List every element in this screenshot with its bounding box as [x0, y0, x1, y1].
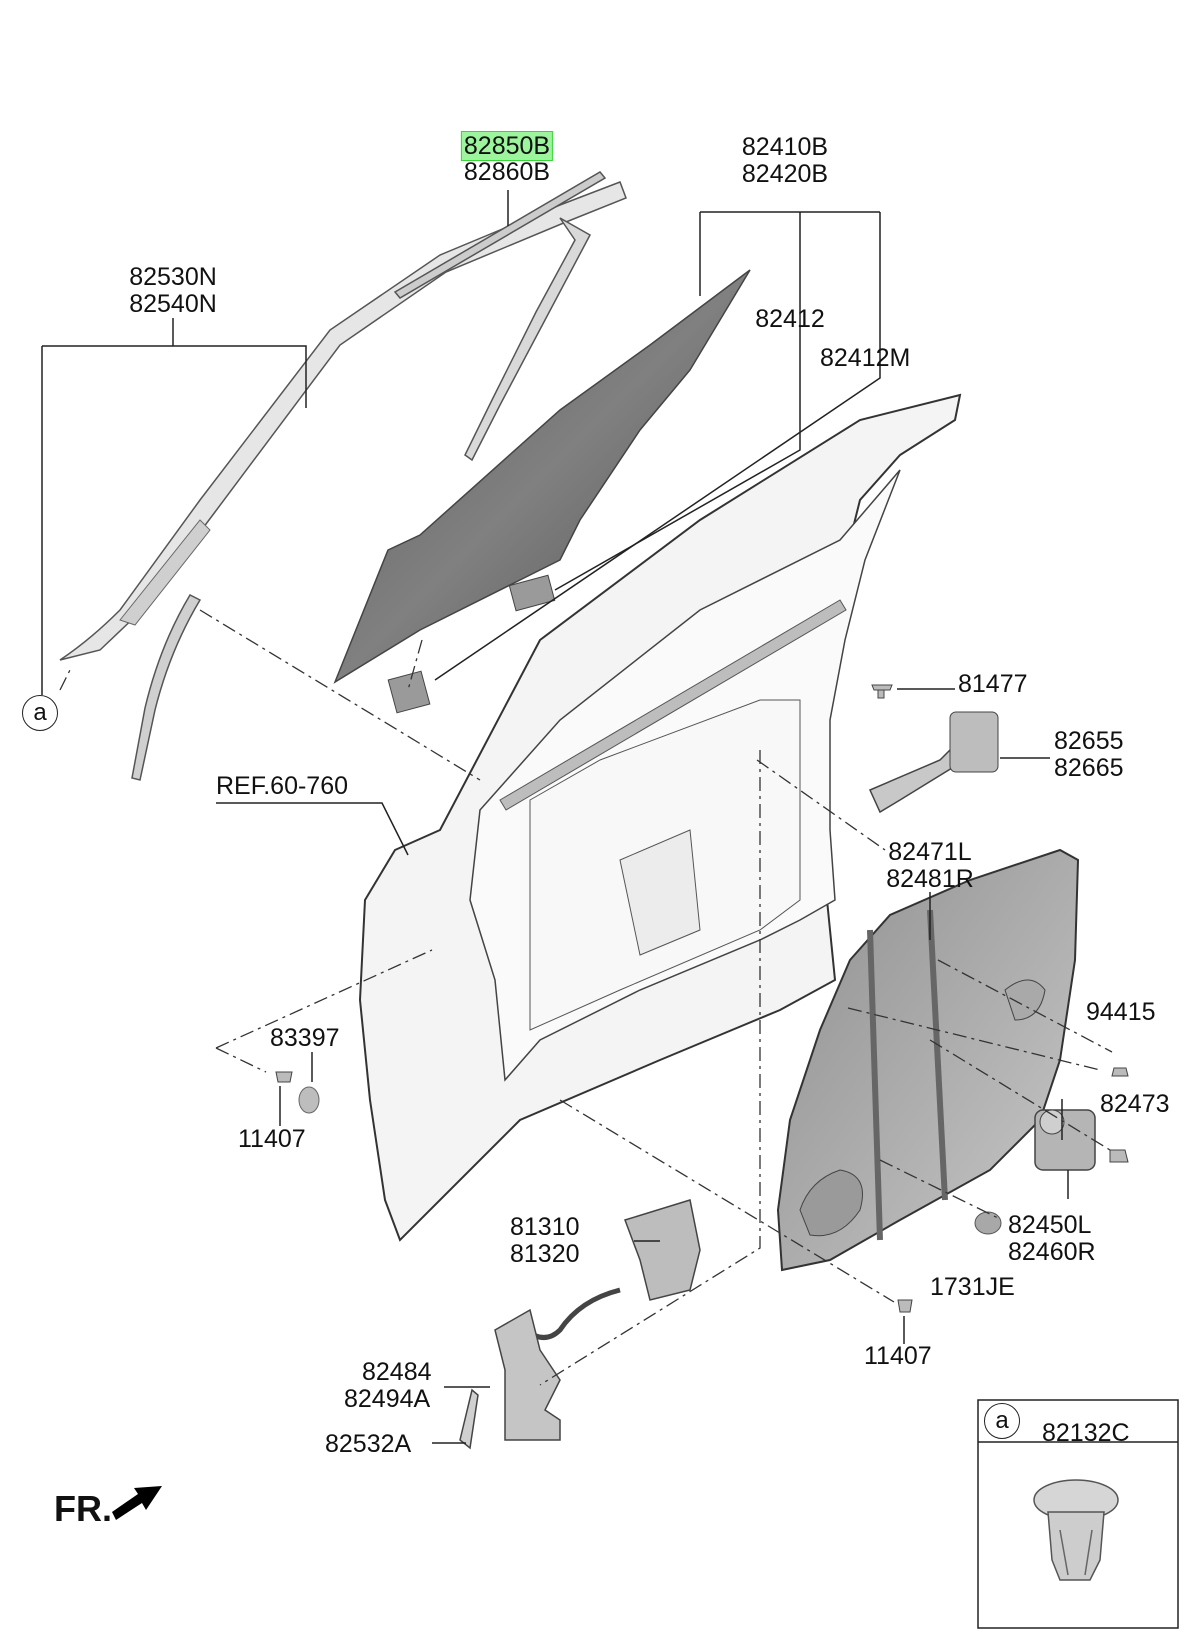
- front-arrow-icon: [112, 1486, 162, 1520]
- bolt-94415[interactable]: [1111, 1067, 1129, 1077]
- part-label-82412[interactable]: 82412: [755, 305, 825, 333]
- bolt-11407-right[interactable]: [897, 1299, 913, 1313]
- part-label-82412M[interactable]: 82412M: [820, 344, 911, 372]
- part-label-81320[interactable]: 81320: [510, 1240, 580, 1268]
- bolt-82473[interactable]: [1109, 1149, 1129, 1163]
- door-module-part[interactable]: [776, 848, 1080, 1272]
- part-label-82484[interactable]: 82484: [362, 1358, 432, 1386]
- part-label-82494A[interactable]: 82494A: [344, 1385, 431, 1413]
- part-label-82540N[interactable]: 82540N: [129, 290, 217, 318]
- part-label-83397[interactable]: 83397: [270, 1024, 340, 1052]
- door-glass-part[interactable]: [333, 269, 751, 684]
- part-label-82860B[interactable]: 82860B: [463, 158, 551, 186]
- latch-bracket-part[interactable]: [494, 1308, 561, 1441]
- part-label-1731JE[interactable]: 1731JE: [930, 1273, 1015, 1301]
- leader-lines: [41, 190, 1069, 1444]
- part-label-94415[interactable]: 94415: [1086, 998, 1156, 1026]
- part-label-11407-left[interactable]: 11407: [238, 1125, 306, 1153]
- part-label-82450L[interactable]: 82450L: [1008, 1211, 1092, 1239]
- part-label-82420B[interactable]: 82420B: [741, 160, 829, 188]
- ref-label[interactable]: REF.60-760: [216, 772, 349, 800]
- part-label-82410B[interactable]: 82410B: [741, 133, 829, 161]
- clip-fastener-part[interactable]: [1033, 1479, 1119, 1581]
- glass-bracket-lower-part[interactable]: [387, 670, 431, 714]
- part-label-82665[interactable]: 82665: [1054, 754, 1124, 782]
- inset-a-circle: a: [984, 1403, 1020, 1439]
- part-label-81310[interactable]: 81310: [510, 1213, 580, 1241]
- window-sash-part[interactable]: [59, 181, 627, 781]
- belt-moulding-part[interactable]: [393, 171, 607, 299]
- plug-83397[interactable]: [298, 1086, 320, 1114]
- seal-strip-part[interactable]: [459, 1388, 479, 1450]
- callout-a-circle[interactable]: a: [22, 695, 58, 731]
- screw-81477[interactable]: [871, 684, 893, 699]
- front-direction-label: FR.: [54, 1488, 112, 1529]
- part-label-82530N[interactable]: 82530N: [129, 263, 217, 291]
- outside-handle-part[interactable]: [869, 711, 999, 814]
- part-label-11407-right[interactable]: 11407: [864, 1342, 932, 1370]
- part-label-82460R[interactable]: 82460R: [1008, 1238, 1096, 1266]
- window-motor-part[interactable]: [1034, 1109, 1096, 1171]
- part-label-82473[interactable]: 82473: [1100, 1090, 1170, 1118]
- bolt-11407-left[interactable]: [275, 1071, 293, 1083]
- glass-bracket-part[interactable]: [508, 574, 556, 612]
- plug-1731JE[interactable]: [974, 1211, 1002, 1235]
- part-label-82850B[interactable]: 82850B: [460, 131, 554, 161]
- part-label-82532A[interactable]: 82532A: [325, 1430, 412, 1458]
- part-label-82655[interactable]: 82655: [1054, 727, 1124, 755]
- inset-part-label[interactable]: 82132C: [1042, 1419, 1130, 1447]
- part-label-82471L[interactable]: 82471L: [888, 838, 972, 866]
- door-panel-part[interactable]: [358, 393, 962, 1242]
- part-label-81477[interactable]: 81477: [958, 670, 1028, 698]
- part-label-82481R[interactable]: 82481R: [886, 865, 974, 893]
- reference-lines: [59, 609, 1113, 1386]
